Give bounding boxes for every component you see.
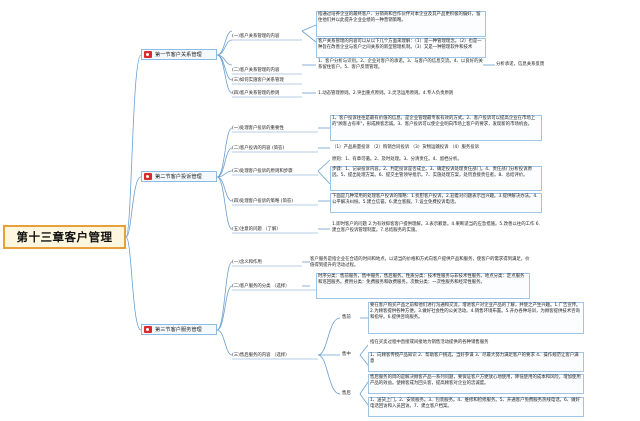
s1-b2-side-note: 分析承诺，信息关系反馈: [496, 62, 545, 67]
flag-icon: [144, 326, 152, 333]
s1-branch-4-label[interactable]: (四)客户关系管理的原则: [232, 91, 280, 96]
in-sale-note-2-box: [368, 352, 584, 372]
s2-b1-note: 1、客户投诉往往是最有价值的信息，是企业管理最专家有效的方式。2、客户投诉可以提…: [332, 116, 536, 127]
s1-branch-2-label[interactable]: (二)客户关系管理的内容: [232, 68, 280, 73]
s3-b2-note-box: [316, 273, 530, 299]
s2-b5-note: 1.即时客户的问题 2.为有效抑客客户提供理解。3.表示歉意。4.果断适当的应急…: [332, 222, 540, 233]
section-3-title: 第三节客户服务管理: [155, 327, 202, 333]
in-sale-label[interactable]: 售中: [342, 352, 351, 357]
s2-b4-note: 下面是几种常用的处理客户投诉的策略：1.抚慰客户投诉。2.迎着对问题表示出兴趣。…: [332, 194, 538, 205]
s2-branch-3-label[interactable]: (三)处理客户投诉的原则和步骤: [232, 169, 293, 174]
s2-b3-steps-box: [330, 166, 542, 191]
in-sale-note-1: 指在买卖过程中直接或间接地为销售活动提供的各种销售服务: [370, 340, 489, 345]
pre-sale-note-box: [368, 302, 584, 334]
flag-icon: [144, 173, 152, 180]
s1-b1-note-1-box: [316, 11, 486, 37]
s1-b2-note: 1、客户分析与识别。2、企业对客户的承诺。3、与客户的信息交流。4、以良好的关系…: [318, 59, 483, 70]
after-sale-note-1: 售后服务的目的是解决顾客产品一系列问题，要保证客户方便放心地使用，降低使用的成本…: [370, 375, 581, 386]
in-sale-note-2: 1、向顾客传授产品知识 2、帮助客户挑选，当好参谋 3、尽最大努力满足客户的要求…: [370, 353, 579, 364]
s3-branch-3-label[interactable]: (三)售后服务的内容 （选择）: [232, 353, 290, 358]
s2-b3-steps: 步骤：1、记录投诉内容。2、判定投诉是否成立。3、确定投诉处理责任部门。4、责任…: [332, 167, 532, 178]
root-node[interactable]: 第十三章客户管理: [3, 225, 126, 249]
after-sale-note-1-box: [368, 374, 584, 394]
section-3-node[interactable]: 第三节客户服务管理: [141, 324, 217, 335]
s2-branch-2-label[interactable]: (二)客户投诉的内容 (简答): [232, 146, 285, 151]
s2-branch-1-label[interactable]: (一)处理客户投诉的重要性: [232, 126, 284, 131]
s3-branch-2-label[interactable]: (二)客户服务的分类 （选择）: [232, 284, 290, 289]
after-sale-note-2-box: [368, 397, 584, 417]
s2-b3-principles: 原则：1、有章可循。2、及时处理。3、分清责任。4、留档分析。: [332, 157, 462, 162]
pre-sale-label[interactable]: 售前: [342, 315, 351, 320]
section-1-title: 第一节客户关系管理: [155, 52, 202, 58]
s2-branch-4-label[interactable]: (四)处理客户投诉的策略 (简答): [232, 199, 293, 204]
s1-b4-note: 1.动态管理原则。2.突出重点原则。3.灵活运用原则。4.专人负责原则: [318, 91, 454, 96]
after-sale-note-2: 1、送货上门。2、安装服务。3、包装服务。4、维修和检修服务。5、开通客户免费服…: [370, 398, 580, 409]
flag-icon: [144, 51, 152, 58]
s1-branch-3-label[interactable]: (三)如何实施客户关系管理: [232, 78, 284, 83]
section-1-node[interactable]: 第一节客户关系管理: [141, 49, 217, 60]
s2-b1-note-box: [330, 115, 542, 141]
s1-b1-note-2-box: [316, 38, 486, 58]
s3-b2-note: 时序分类：售前服务，售中服务，售后服务。性质分类：技术性服务与非技术性服务。地点…: [318, 274, 525, 285]
s3-branch-1-label[interactable]: (一)含义和作用: [232, 260, 262, 265]
pre-sale-note: 要在客户购买产品之前和他们进行沟通和交流，增进客户对企业产品的了解，并使之产生兴…: [370, 303, 581, 320]
s1-b1-note-2: 客户关系管理的内容可以从以下几个方面来理解：（1）是一种管理理念。（2）也是一种…: [318, 39, 482, 50]
s2-b4-note-box: [330, 193, 542, 213]
s3-b1-note: 客户服务是指企业在合适的时间和地点，以适当的价格和方式向客户提供产品和服务，使客…: [310, 257, 530, 268]
s2-branch-5-label[interactable]: (五)注意的问题 （了解）: [232, 227, 281, 232]
s1-b1-note-1: 指通过培养企业的最终客户、分销商和合作伙伴对本企业及其产品更积极的偏好，留住他们…: [318, 12, 481, 23]
s2-b2-note: （1）产品质量投诉 （2）购销合同投诉 （3）货物运输投诉 （4）服务投诉: [332, 145, 480, 150]
section-2-node[interactable]: 第二节客户投诉管理: [141, 171, 217, 182]
section-2-title: 第二节客户投诉管理: [155, 174, 202, 180]
after-sale-label[interactable]: 售后: [342, 391, 351, 396]
s1-branch-1-label[interactable]: (一)客户关系管理的内容: [232, 34, 280, 39]
